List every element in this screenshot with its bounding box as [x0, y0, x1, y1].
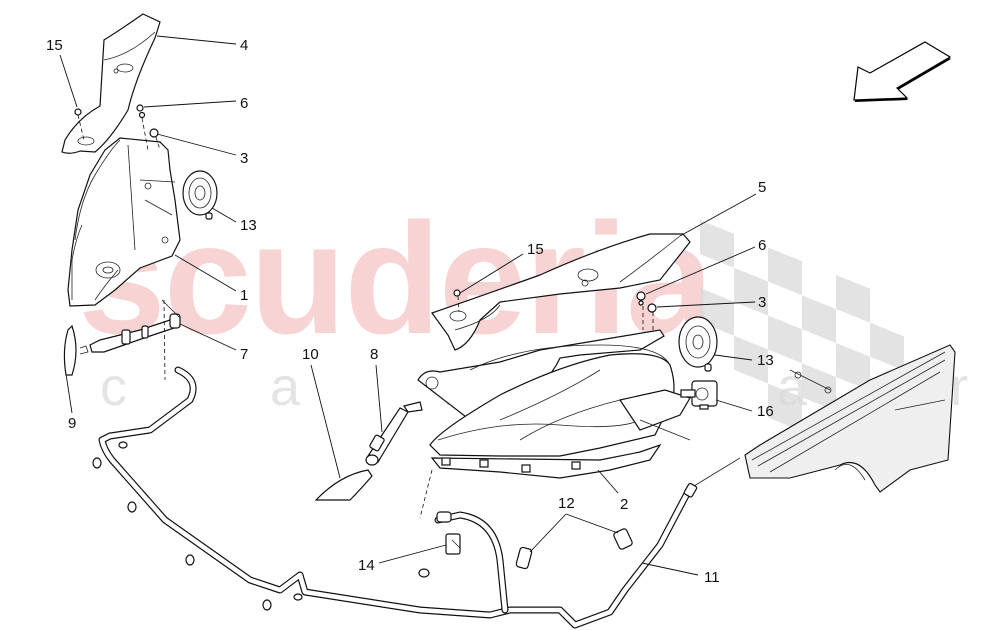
callout-12[interactable]: 12 [558, 495, 575, 512]
part-16-bulb-igniter [680, 380, 718, 410]
callout-9[interactable]: 9 [68, 415, 77, 432]
callout-15b[interactable]: 15 [527, 241, 544, 258]
part-14-hose-bracket [445, 533, 461, 555]
part-8-right-washer-nozzle [365, 401, 423, 466]
part-9-left-washer-cover [63, 324, 89, 376]
left-fasteners [74, 104, 161, 151]
callout-3[interactable]: 3 [240, 150, 249, 167]
callout-7[interactable]: 7 [240, 346, 249, 363]
part-12-hose-clips [515, 528, 633, 570]
callout-11[interactable]: 11 [704, 569, 720, 586]
callout-6b[interactable]: 6 [758, 237, 767, 254]
callout-2[interactable]: 2 [620, 496, 629, 513]
part-1-left-headlight-housing [67, 137, 181, 307]
callout-4[interactable]: 4 [240, 37, 249, 54]
fender-panel [744, 344, 956, 493]
part-4-left-cover-panel [61, 13, 161, 154]
part-2-right-headlight-assembly [417, 329, 691, 519]
part-10-right-washer-cover [314, 469, 373, 501]
callout-13[interactable]: 13 [240, 217, 257, 234]
part-7-left-washer-nozzle [89, 299, 181, 381]
hose-clip-fixings [92, 441, 452, 611]
callout-10[interactable]: 10 [302, 346, 319, 363]
part-13-left-dust-cap [182, 170, 218, 220]
callout-13b[interactable]: 13 [757, 352, 774, 369]
part-11-washer-hose [98, 366, 741, 629]
callout-15[interactable]: 15 [46, 37, 63, 54]
callout-14[interactable]: 14 [358, 557, 375, 574]
callout-3b[interactable]: 3 [758, 294, 767, 311]
part-5-right-cover-panel [431, 233, 691, 351]
orientation-arrow-icon [853, 41, 952, 102]
callout-8[interactable]: 8 [370, 346, 379, 363]
callout-leader-lines [59, 35, 757, 576]
callout-1[interactable]: 1 [240, 287, 249, 304]
callout-6[interactable]: 6 [240, 95, 249, 112]
part-13-right-dust-cap [678, 316, 718, 372]
callout-16[interactable]: 16 [757, 403, 774, 420]
callout-5[interactable]: 5 [758, 179, 767, 196]
